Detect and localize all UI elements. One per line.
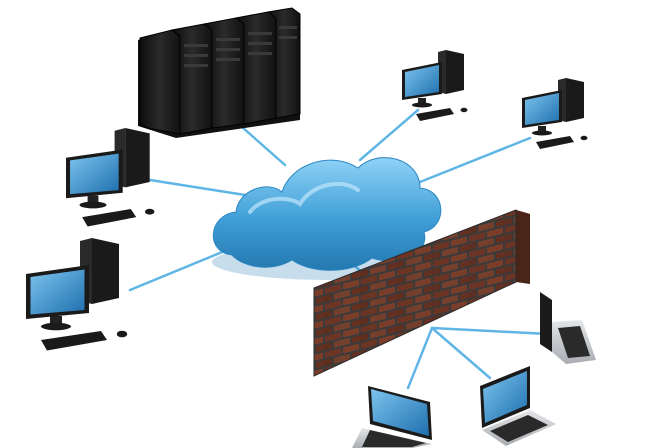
laptop-icon xyxy=(480,366,556,446)
brick-wall-icon xyxy=(313,209,530,377)
server-rack-icon xyxy=(138,7,301,138)
desktop-computer-icon xyxy=(26,238,128,351)
link-firewall-laptop2 xyxy=(430,326,492,380)
desktop-computer-icon xyxy=(402,50,468,121)
laptop-icon xyxy=(352,386,432,448)
laptop-icon xyxy=(540,292,596,364)
link-cloud-desktop-l2 xyxy=(128,246,234,292)
link-firewall-laptop3 xyxy=(430,326,550,336)
link-cloud-desktop-tr1 xyxy=(358,108,420,162)
desktop-computer-icon xyxy=(522,78,588,149)
link-firewall-laptop1 xyxy=(406,326,434,390)
link-cloud-desktop-tr2 xyxy=(418,136,532,184)
link-cloud-desktop-l1 xyxy=(148,178,247,197)
desktop-computer-icon xyxy=(66,128,155,227)
